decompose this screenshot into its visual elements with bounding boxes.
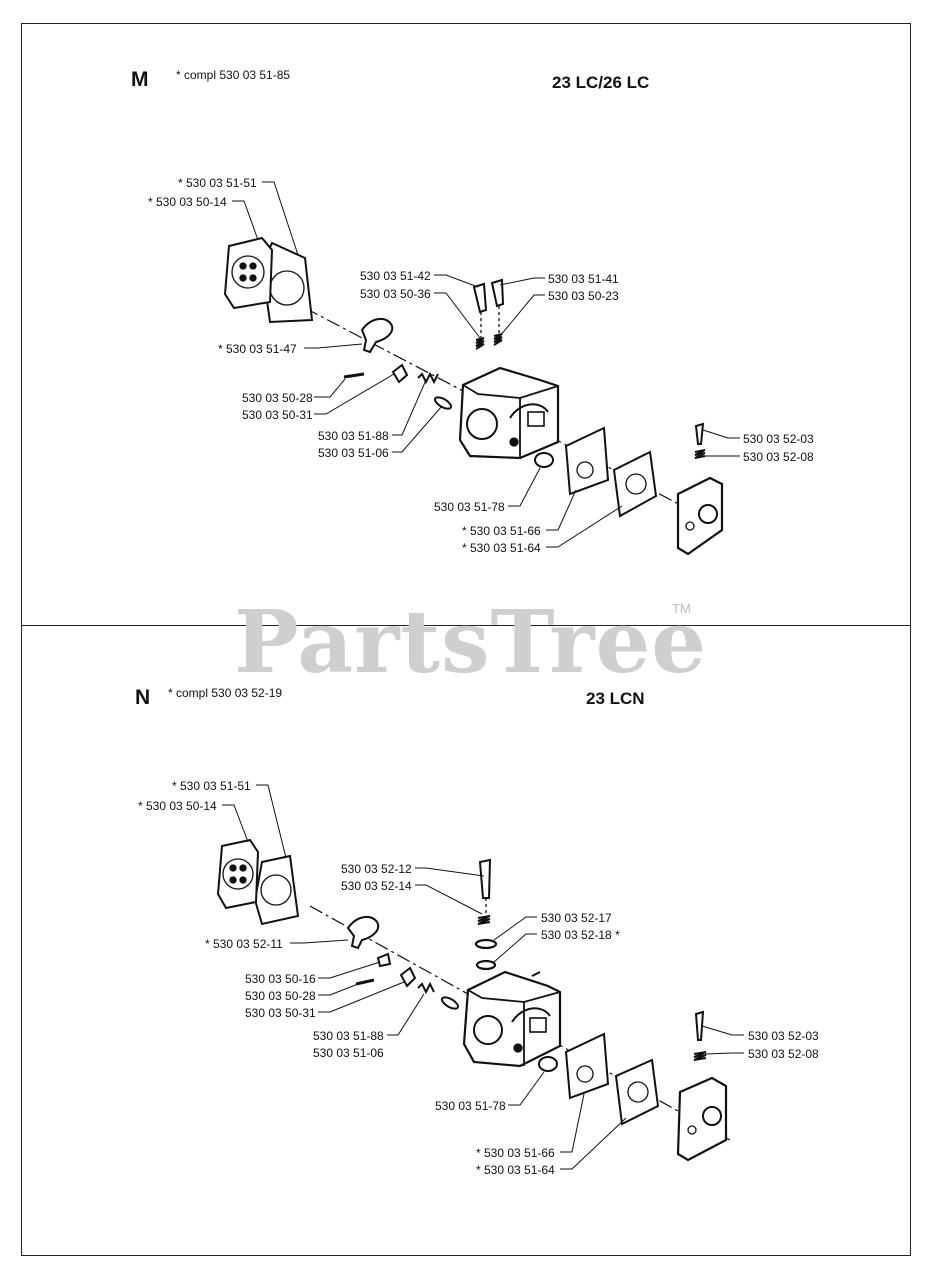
diaphragm-part <box>612 450 658 518</box>
part-label[interactable]: 530 03 51-88 <box>313 1029 384 1043</box>
part-label[interactable]: 530 03 51-78 <box>434 500 505 514</box>
carburettor-body-part <box>462 970 562 1068</box>
carburettor-body-part <box>458 366 560 460</box>
part-label[interactable]: 530 03 52-03 <box>748 1029 819 1043</box>
part-label[interactable]: 530 03 52-08 <box>748 1047 819 1061</box>
diaphragm-part <box>223 236 274 310</box>
cover-part <box>676 476 724 556</box>
part-label[interactable]: 530 03 51-06 <box>313 1046 384 1060</box>
leader-lines-m <box>232 181 740 548</box>
needle-screw-part <box>472 282 488 314</box>
screw-part <box>694 422 705 445</box>
part-label[interactable]: * 530 03 51-47 <box>218 342 297 356</box>
choke-lever-part <box>346 916 380 950</box>
model-title-n: 23 LCN <box>586 689 645 708</box>
part-label[interactable]: 530 03 51-41 <box>548 272 619 286</box>
compl-kit-n: * compl 530 03 52-19 <box>168 686 283 700</box>
spring-part <box>477 915 491 925</box>
filter-part <box>534 452 554 468</box>
needle-screw-part <box>490 278 505 308</box>
filter-part <box>538 1056 558 1072</box>
washer-part <box>440 996 460 1010</box>
part-label[interactable]: 530 03 52-14 <box>341 879 412 893</box>
part-label[interactable]: 530 03 50-31 <box>245 1006 316 1020</box>
part-label[interactable]: 530 03 52-17 <box>541 911 612 925</box>
part-label[interactable]: * 530 03 51-51 <box>172 779 251 793</box>
leader-lines-n <box>222 784 744 1170</box>
pin-part <box>343 372 365 379</box>
part-label[interactable]: 530 03 50-28 <box>242 391 313 405</box>
spring-part <box>693 1051 707 1061</box>
part-label[interactable]: * 530 03 52-11 <box>205 937 283 951</box>
washer-part <box>475 959 497 971</box>
part-label[interactable]: * 530 03 50-14 <box>138 799 217 813</box>
part-label[interactable]: 530 03 52-03 <box>743 432 814 446</box>
cover-part <box>676 1076 728 1162</box>
gasket-part <box>564 426 610 496</box>
section-divider <box>21 625 911 626</box>
part-label[interactable]: 530 03 52-12 <box>341 862 412 876</box>
watermark-text: PartsTree <box>234 592 708 693</box>
compl-kit-m: * compl 530 03 51-85 <box>176 68 291 82</box>
washer-part <box>474 938 498 950</box>
diaphragm-part <box>614 1058 660 1126</box>
spring-part <box>475 337 485 350</box>
part-label[interactable]: 530 03 51-88 <box>318 429 389 443</box>
part-label[interactable]: * 530 03 51-64 <box>476 1163 555 1177</box>
exploded-view-n <box>216 784 744 1170</box>
choke-lever-part <box>360 318 394 354</box>
part-label[interactable]: 530 03 50-23 <box>548 289 619 303</box>
part-label[interactable]: 530 03 51-42 <box>360 269 431 283</box>
pin-part <box>355 978 375 986</box>
section-letter-m: M <box>131 68 148 91</box>
lever-part <box>391 363 409 384</box>
lever-part <box>399 966 417 988</box>
washer-part <box>433 396 453 410</box>
part-label[interactable]: 530 03 51-06 <box>318 446 389 460</box>
page-frame <box>21 23 911 1256</box>
part-label[interactable]: 530 03 50-31 <box>242 408 313 422</box>
part-label[interactable]: * 530 03 51-66 <box>476 1146 555 1160</box>
part-label[interactable]: 530 03 52-18 * <box>541 928 620 942</box>
section-letter-n: N <box>135 686 150 709</box>
screw-part <box>694 1010 705 1041</box>
exploded-view-m <box>223 181 740 556</box>
part-label[interactable]: 530 03 51-78 <box>435 1099 506 1113</box>
part-label[interactable]: 530 03 50-16 <box>245 972 316 986</box>
part-label[interactable]: 530 03 50-28 <box>245 989 316 1003</box>
part-label[interactable]: * 530 03 51-64 <box>462 541 541 555</box>
gasket-part <box>253 854 300 926</box>
trademark-mark: TM <box>672 601 691 616</box>
part-label[interactable]: 530 03 50-36 <box>360 287 431 301</box>
part-label[interactable]: 530 03 52-08 <box>743 450 814 464</box>
screw-part <box>376 952 392 968</box>
needle-screw-part <box>478 858 492 899</box>
spring-part <box>417 371 439 385</box>
spring-part <box>694 449 706 459</box>
spring-part <box>417 981 435 995</box>
diaphragm-part <box>216 838 260 910</box>
part-label[interactable]: * 530 03 51-66 <box>462 524 541 538</box>
part-label[interactable]: * 530 03 50-14 <box>148 195 227 209</box>
model-title-m: 23 LC/26 LC <box>552 73 650 92</box>
part-label[interactable]: * 530 03 51-51 <box>178 176 257 190</box>
